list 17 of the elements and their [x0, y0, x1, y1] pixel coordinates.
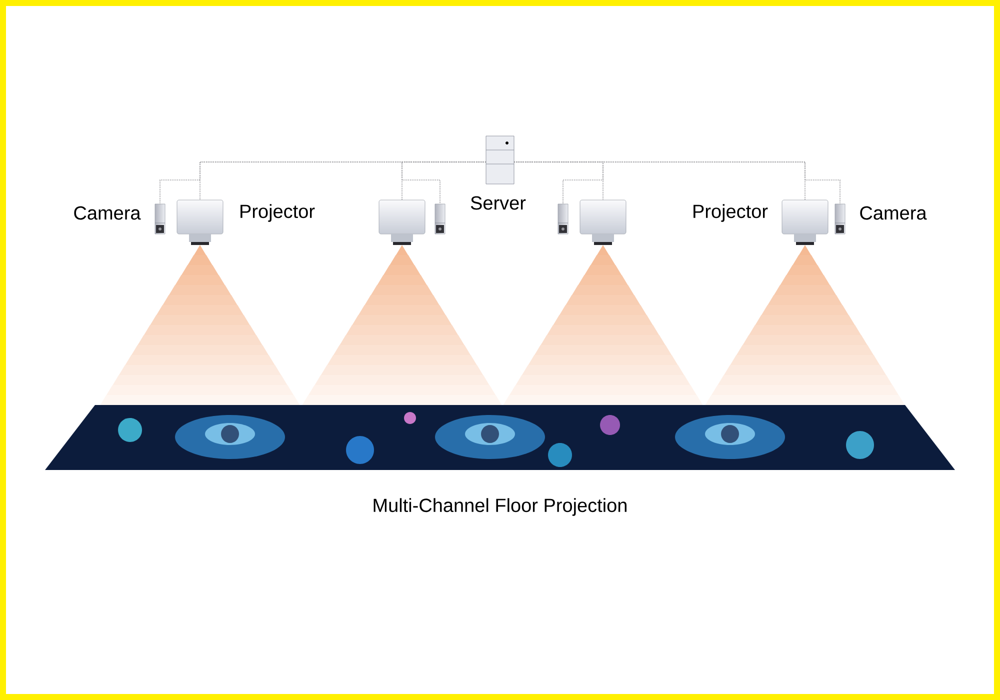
floor-projection-drawing [45, 405, 955, 470]
projector-drawing: Projector [176, 200, 315, 245]
camera-drawing: Camera [834, 204, 927, 234]
node-label: Projector [240, 204, 315, 222]
node-label: Camera [860, 206, 927, 220]
camera-drawing [558, 204, 568, 234]
node-label: Projector [694, 204, 768, 222]
projector-drawing: Projector [694, 200, 828, 245]
connection-line [514, 162, 840, 204]
caption: Multi-Channel Floor Projection [374, 498, 626, 516]
camera-drawing [434, 204, 446, 234]
camera-drawing: Camera [74, 204, 166, 234]
node-label: Camera [74, 206, 141, 220]
projector-drawing [580, 200, 626, 245]
server-drawing: Server [470, 136, 526, 210]
projector-drawing [378, 200, 426, 245]
node-label: Server [470, 196, 526, 210]
